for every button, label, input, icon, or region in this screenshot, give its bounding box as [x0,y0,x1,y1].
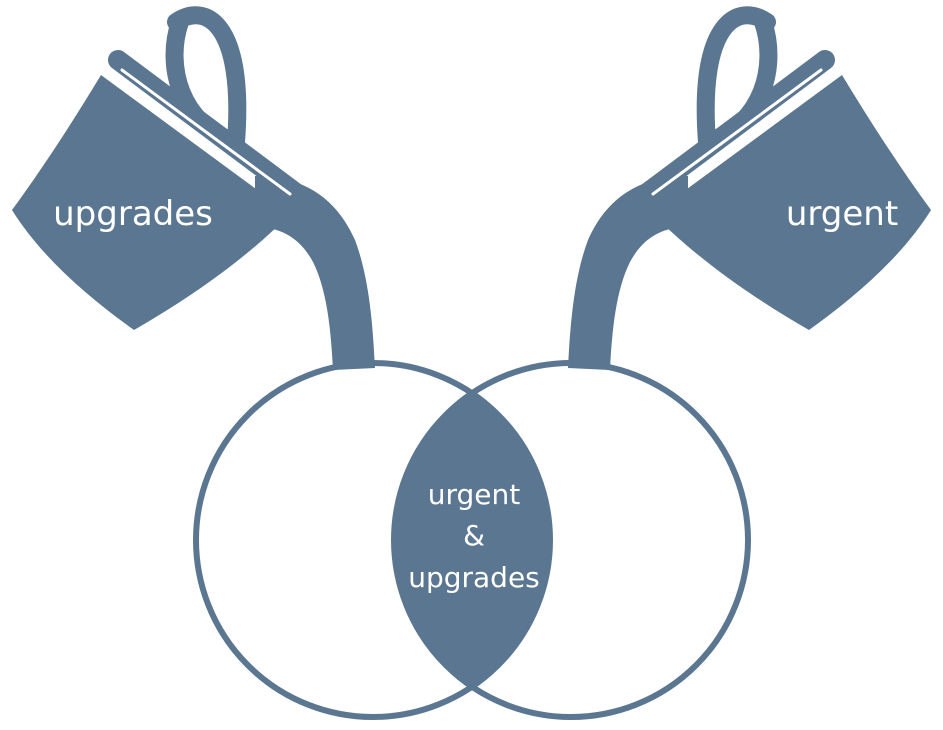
overlap-region [394,363,550,717]
right-bucket-rim-highlight [651,68,823,196]
left-bucket-label: upgrades [53,194,213,234]
left-pour-stream [255,176,375,370]
left-bucket-icon: upgrades [12,6,310,330]
intersection-label-line2: & [463,519,485,552]
right-bucket-body [653,75,931,330]
left-bucket-body [12,75,290,330]
right-bucket-rim [633,50,835,206]
right-bucket-icon: urgent [633,6,931,330]
intersection-label: urgent & upgrades [408,478,540,594]
left-bucket-rim [108,50,310,206]
left-bucket-rim-highlight [120,68,292,196]
intersection-label-line3: upgrades [408,561,540,594]
intersection-label-line1: urgent [428,478,521,511]
right-bucket-label: urgent [786,194,898,234]
right-pour-stream [568,176,688,370]
